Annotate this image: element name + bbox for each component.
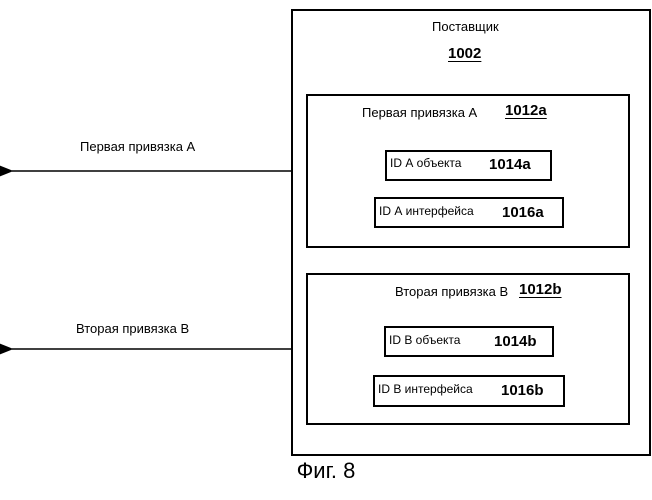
binding-a-number: 1012a	[505, 103, 547, 118]
arrow-label-binding-b: Вторая привязка В	[76, 322, 189, 335]
interface-id-a-number: 1016a	[502, 205, 544, 220]
interface-id-a-label: ID А интерфейса	[379, 205, 474, 217]
object-id-b-number: 1014b	[494, 334, 537, 349]
figure-caption: Фиг. 8	[0, 458, 652, 484]
binding-b-number: 1012b	[519, 282, 562, 297]
binding-a-label: Первая привязка А	[362, 106, 477, 119]
provider-label: Поставщик	[432, 20, 499, 33]
object-id-a-number: 1014a	[489, 157, 531, 172]
object-id-b-label: ID В объекта	[389, 334, 460, 346]
arrow-label-binding-a: Первая привязка А	[80, 140, 195, 153]
object-id-a-label: ID А объекта	[390, 157, 461, 169]
interface-id-b-label: ID В интерфейса	[378, 383, 473, 395]
interface-id-b-number: 1016b	[501, 383, 544, 398]
binding-b-label: Вторая привязка В	[395, 285, 508, 298]
provider-number: 1002	[448, 46, 481, 61]
